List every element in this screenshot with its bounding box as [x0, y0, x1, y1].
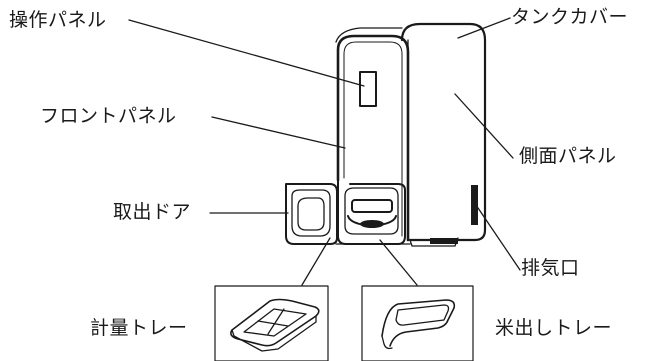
dispense-opening [335, 179, 411, 245]
inner-rice-tray-hole [360, 220, 384, 228]
operation-panel-window [359, 71, 377, 107]
door-cup [297, 197, 325, 231]
rice-tray-body [381, 299, 456, 347]
opening-frame [337, 179, 406, 245]
label-exhaust-port: 排気口 [521, 257, 580, 279]
door-outer [285, 183, 338, 245]
label-side-panel: 側面パネル [519, 145, 617, 167]
tank-cover-shape [335, 27, 403, 43]
leader-rice-tray [379, 239, 418, 286]
rice-tray-panel [361, 285, 474, 361]
label-front-panel: フロントパネル [40, 105, 177, 127]
leader-front-panel [211, 116, 346, 149]
takeout-door [285, 183, 338, 245]
dispenser-body [335, 22, 487, 247]
measuring-tray-bottom [231, 315, 317, 352]
measuring-tray-divider-1 [257, 320, 289, 327]
leader-measuring-tray [301, 237, 331, 286]
label-tank-cover: タンクカバー [511, 6, 629, 28]
door-inner [291, 189, 331, 237]
measuring-tray-divider-2 [267, 308, 285, 335]
label-measuring-tray: 計量トレー [90, 317, 188, 339]
front-panel-shape [336, 34, 410, 242]
exhaust-port-shape [471, 185, 478, 225]
rice-tray-rim [395, 304, 450, 326]
leader-exhaust-port [475, 204, 521, 271]
label-rice-dispensing-tray: 米出しトレー [495, 317, 613, 339]
label-operation-panel: 操作パネル [9, 9, 107, 31]
side-panel-shape [400, 22, 487, 242]
measuring-tray-inner [243, 308, 307, 337]
measuring-tray-frame [214, 285, 329, 361]
rice-tray-lip [381, 335, 393, 350]
base-foot [430, 238, 458, 244]
opening-inner [344, 187, 399, 235]
rice-tray-frame [361, 285, 474, 361]
label-takeout-door: 取出ドア [113, 201, 192, 223]
measuring-tray-panel [214, 285, 329, 361]
leader-operation-panel [128, 19, 365, 87]
leader-tank-cover [457, 17, 511, 39]
front-panel-inner-edge [343, 41, 403, 237]
inner-measuring-tray [351, 199, 393, 213]
